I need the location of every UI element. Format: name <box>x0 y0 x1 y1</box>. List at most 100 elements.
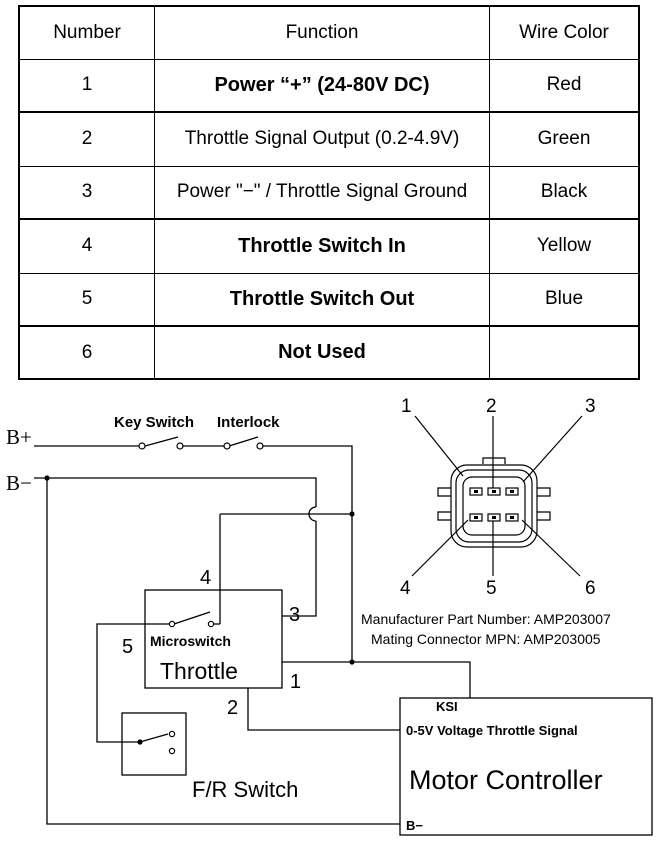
junction-dot <box>349 511 355 517</box>
pin-function: Not Used <box>154 325 490 380</box>
b-plus-label: B+ <box>6 425 32 449</box>
wiring-diagram: B+ B− Key Switch Interlock 4 3 5 1 2 Mic… <box>0 380 657 841</box>
connector-right-tab <box>537 487 551 497</box>
manufacturer-part-number: Manufacturer Part Number: AMP203007 <box>361 611 611 627</box>
key-switch-contact <box>138 442 146 450</box>
key-switch-blade <box>144 436 179 447</box>
pin-function: Throttle Signal Output (0.2-4.9V) <box>154 111 490 167</box>
pin-5-wire <box>96 623 170 743</box>
throttle-signal-wire <box>247 688 400 731</box>
fr-switch-box <box>121 712 187 776</box>
pin-1-label: 1 <box>290 671 301 693</box>
connector-pin-1-label: 1 <box>401 396 412 417</box>
microswitch-contact <box>207 620 215 628</box>
connector-face <box>462 476 526 536</box>
pin-1-leader <box>414 415 464 477</box>
pin-wire-color: Yellow <box>489 218 640 274</box>
b-plus-to-throttle-wire <box>262 445 353 663</box>
header-function: Function <box>154 5 490 60</box>
b-minus-label: B− <box>6 471 32 495</box>
interlock-contact <box>223 442 231 450</box>
connector-housing-outer <box>450 464 538 548</box>
pin-wire-color <box>489 325 640 380</box>
pin-number: 4 <box>18 218 155 274</box>
microswitch-blade <box>173 611 211 625</box>
fr-switch-contact <box>168 730 176 738</box>
microswitch-label: Microswitch <box>150 633 231 649</box>
pin-4-leader <box>411 519 469 577</box>
table-row: 5 Throttle Switch Out Blue <box>18 272 640 327</box>
connector-pin <box>510 490 514 493</box>
connector-pin <box>510 516 514 519</box>
connector-right-tab <box>537 511 551 521</box>
pin-number: 2 <box>18 111 155 167</box>
pin-4-label: 4 <box>200 567 211 589</box>
header-number: Number <box>18 5 155 60</box>
connector-pin-3-label: 3 <box>585 396 596 417</box>
pin-function: Throttle Switch In <box>154 218 490 274</box>
interlock-blade <box>228 436 259 447</box>
fr-switch-label: F/R Switch <box>192 777 298 802</box>
fr-switch-blade <box>122 733 169 743</box>
junction-dot <box>349 659 355 665</box>
table-row: 1 Power “+” (24-80V DC) Red <box>18 58 640 113</box>
pin-number: 1 <box>18 58 155 113</box>
connector-pin-4-label: 4 <box>400 578 411 599</box>
pin-wire-color: Blue <box>489 272 640 327</box>
key-switch-label: Key Switch <box>114 414 194 431</box>
pin-function: Power “+” (24-80V DC) <box>154 58 490 113</box>
mating-connector-mpn: Mating Connector MPN: AMP203005 <box>371 631 601 647</box>
connector-pin-5-label: 5 <box>486 578 497 599</box>
pin-wire-color: Green <box>489 111 640 167</box>
ground-to-throttle-wire <box>282 521 317 617</box>
throttle-signal-label: 0-5V Voltage Throttle Signal <box>406 723 578 738</box>
connector-housing-inner <box>455 469 533 543</box>
pin-wire-color: Black <box>489 165 640 220</box>
microswitch-contact <box>168 620 176 628</box>
fr-switch-contact <box>168 747 176 755</box>
wiring-diagram-svg: B+ B− Key Switch Interlock 4 3 5 1 2 Mic… <box>6 396 653 836</box>
b-minus-wire <box>34 477 317 507</box>
motor-controller-box <box>399 697 653 836</box>
connector-latch <box>482 457 506 464</box>
table-row: 3 Power "−" / Throttle Signal Ground Bla… <box>18 165 640 220</box>
table-row: 2 Throttle Signal Output (0.2-4.9V) Gree… <box>18 111 640 167</box>
ksi-wire <box>352 661 471 698</box>
pin-6-leader <box>521 519 581 577</box>
interlock-contact <box>256 442 264 450</box>
b-minus-to-controller-wire <box>46 478 400 825</box>
pin-function: Power "−" / Throttle Signal Ground <box>154 165 490 220</box>
connector-drawing: 1 2 3 4 5 6 Manufacturer Part Number: AM… <box>361 396 611 647</box>
pin-2-label: 2 <box>227 697 238 719</box>
connector-pin <box>474 490 478 493</box>
key-switch-contact <box>176 442 184 450</box>
controller-b-minus-label: B− <box>406 818 423 833</box>
connector-pin-6-label: 6 <box>585 578 596 599</box>
junction-dot <box>44 475 50 481</box>
connector-left-tab <box>437 487 451 497</box>
pin-5-label: 5 <box>122 636 133 658</box>
pin-wire-color: Red <box>489 58 640 113</box>
pin-3-label: 3 <box>289 604 300 626</box>
interlock-label: Interlock <box>217 414 280 431</box>
ksi-label: KSI <box>436 699 458 714</box>
connector-pin <box>474 516 478 519</box>
pin-function: Throttle Switch Out <box>154 272 490 327</box>
motor-controller-label: Motor Controller <box>409 765 603 795</box>
junction-dot <box>137 739 143 745</box>
connector-left-tab <box>437 511 451 521</box>
pin-number: 5 <box>18 272 155 327</box>
table-row: 6 Not Used <box>18 325 640 380</box>
header-wire-color: Wire Color <box>489 5 640 60</box>
table-header-row: Number Function Wire Color <box>18 5 640 60</box>
pin-number: 6 <box>18 325 155 380</box>
throttle-box <box>144 589 283 689</box>
connector-pin-2-label: 2 <box>486 396 497 417</box>
table-row: 4 Throttle Switch In Yellow <box>18 218 640 274</box>
pin-3-leader <box>522 415 583 483</box>
connector-pin <box>492 516 496 519</box>
pinout-table: Number Function Wire Color 1 Power “+” (… <box>18 5 640 380</box>
connector-pin <box>492 490 496 493</box>
pin-number: 3 <box>18 165 155 220</box>
throttle-label: Throttle <box>160 658 238 684</box>
